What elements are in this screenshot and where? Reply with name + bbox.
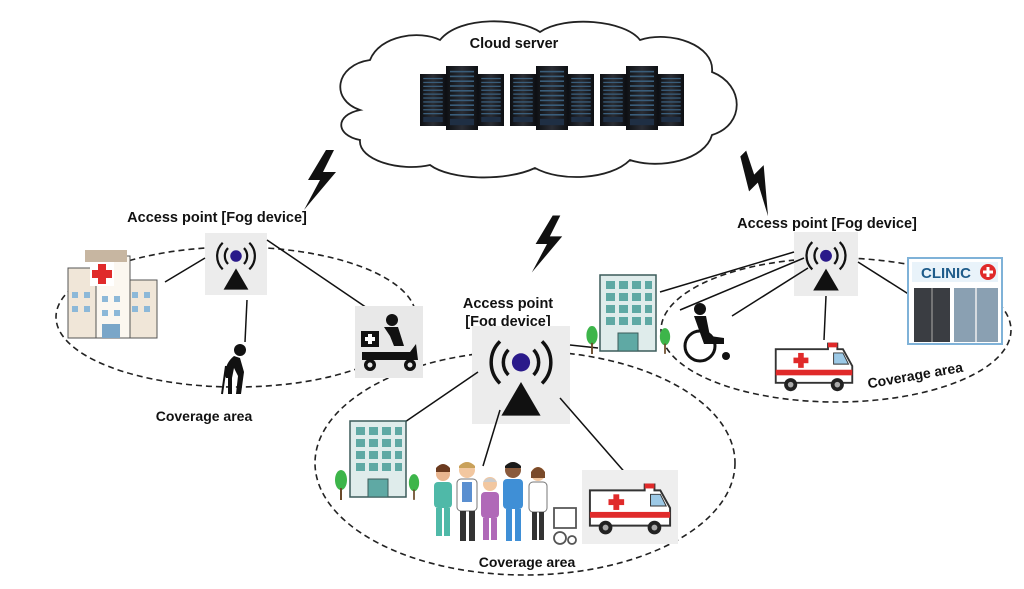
clinic-sign-text: CLINIC	[921, 265, 971, 282]
link-line	[569, 344, 599, 349]
delivery-scooter-icon	[355, 306, 423, 378]
lightning-icon	[304, 150, 336, 210]
ambulance-icon	[774, 341, 854, 393]
wheelchair-user-icon	[683, 303, 730, 363]
hospital-icon	[67, 250, 158, 339]
access-point-right-label: Access point [Fog device]	[737, 216, 917, 232]
lightning-icon	[531, 215, 563, 273]
access-point-tower-icon	[205, 231, 267, 297]
link-line	[731, 267, 809, 317]
access-point-center-label-line1: Access point	[463, 296, 553, 312]
link-line	[401, 371, 479, 425]
access-point-tower-icon	[794, 232, 858, 296]
tree-icon	[408, 474, 420, 500]
office-building-icon	[599, 274, 657, 352]
ambulance-icon	[582, 470, 678, 544]
link-line	[244, 299, 248, 343]
link-line	[823, 295, 827, 341]
access-point-tower-icon	[472, 326, 570, 424]
elderly-person-icon	[221, 344, 246, 395]
server-rack-icon	[420, 66, 684, 130]
link-line	[679, 257, 805, 311]
clinic-icon: CLINIC	[907, 257, 1003, 345]
coverage-area-center-label: Coverage area	[479, 554, 576, 570]
link-line	[266, 239, 371, 311]
tree-icon	[586, 326, 598, 354]
coverage-ellipse-right	[660, 257, 1012, 403]
coverage-ellipse-center	[314, 350, 736, 576]
tree-icon	[335, 470, 347, 500]
wheelchair-frame	[553, 507, 577, 545]
link-line	[559, 397, 629, 477]
link-line	[164, 257, 206, 283]
link-line	[857, 261, 911, 296]
lightning-icon	[724, 149, 792, 217]
link-line	[482, 409, 501, 467]
healthcare-workers-icon	[434, 462, 577, 545]
access-point-left-label: Access point [Fog device]	[127, 210, 307, 226]
coverage-area-left-label: Coverage area	[156, 408, 253, 424]
link-line	[659, 251, 795, 293]
coverage-area-right-label: Coverage area	[866, 359, 964, 392]
office-building-icon	[349, 420, 407, 498]
cloud-server-label: Cloud server	[470, 36, 559, 52]
